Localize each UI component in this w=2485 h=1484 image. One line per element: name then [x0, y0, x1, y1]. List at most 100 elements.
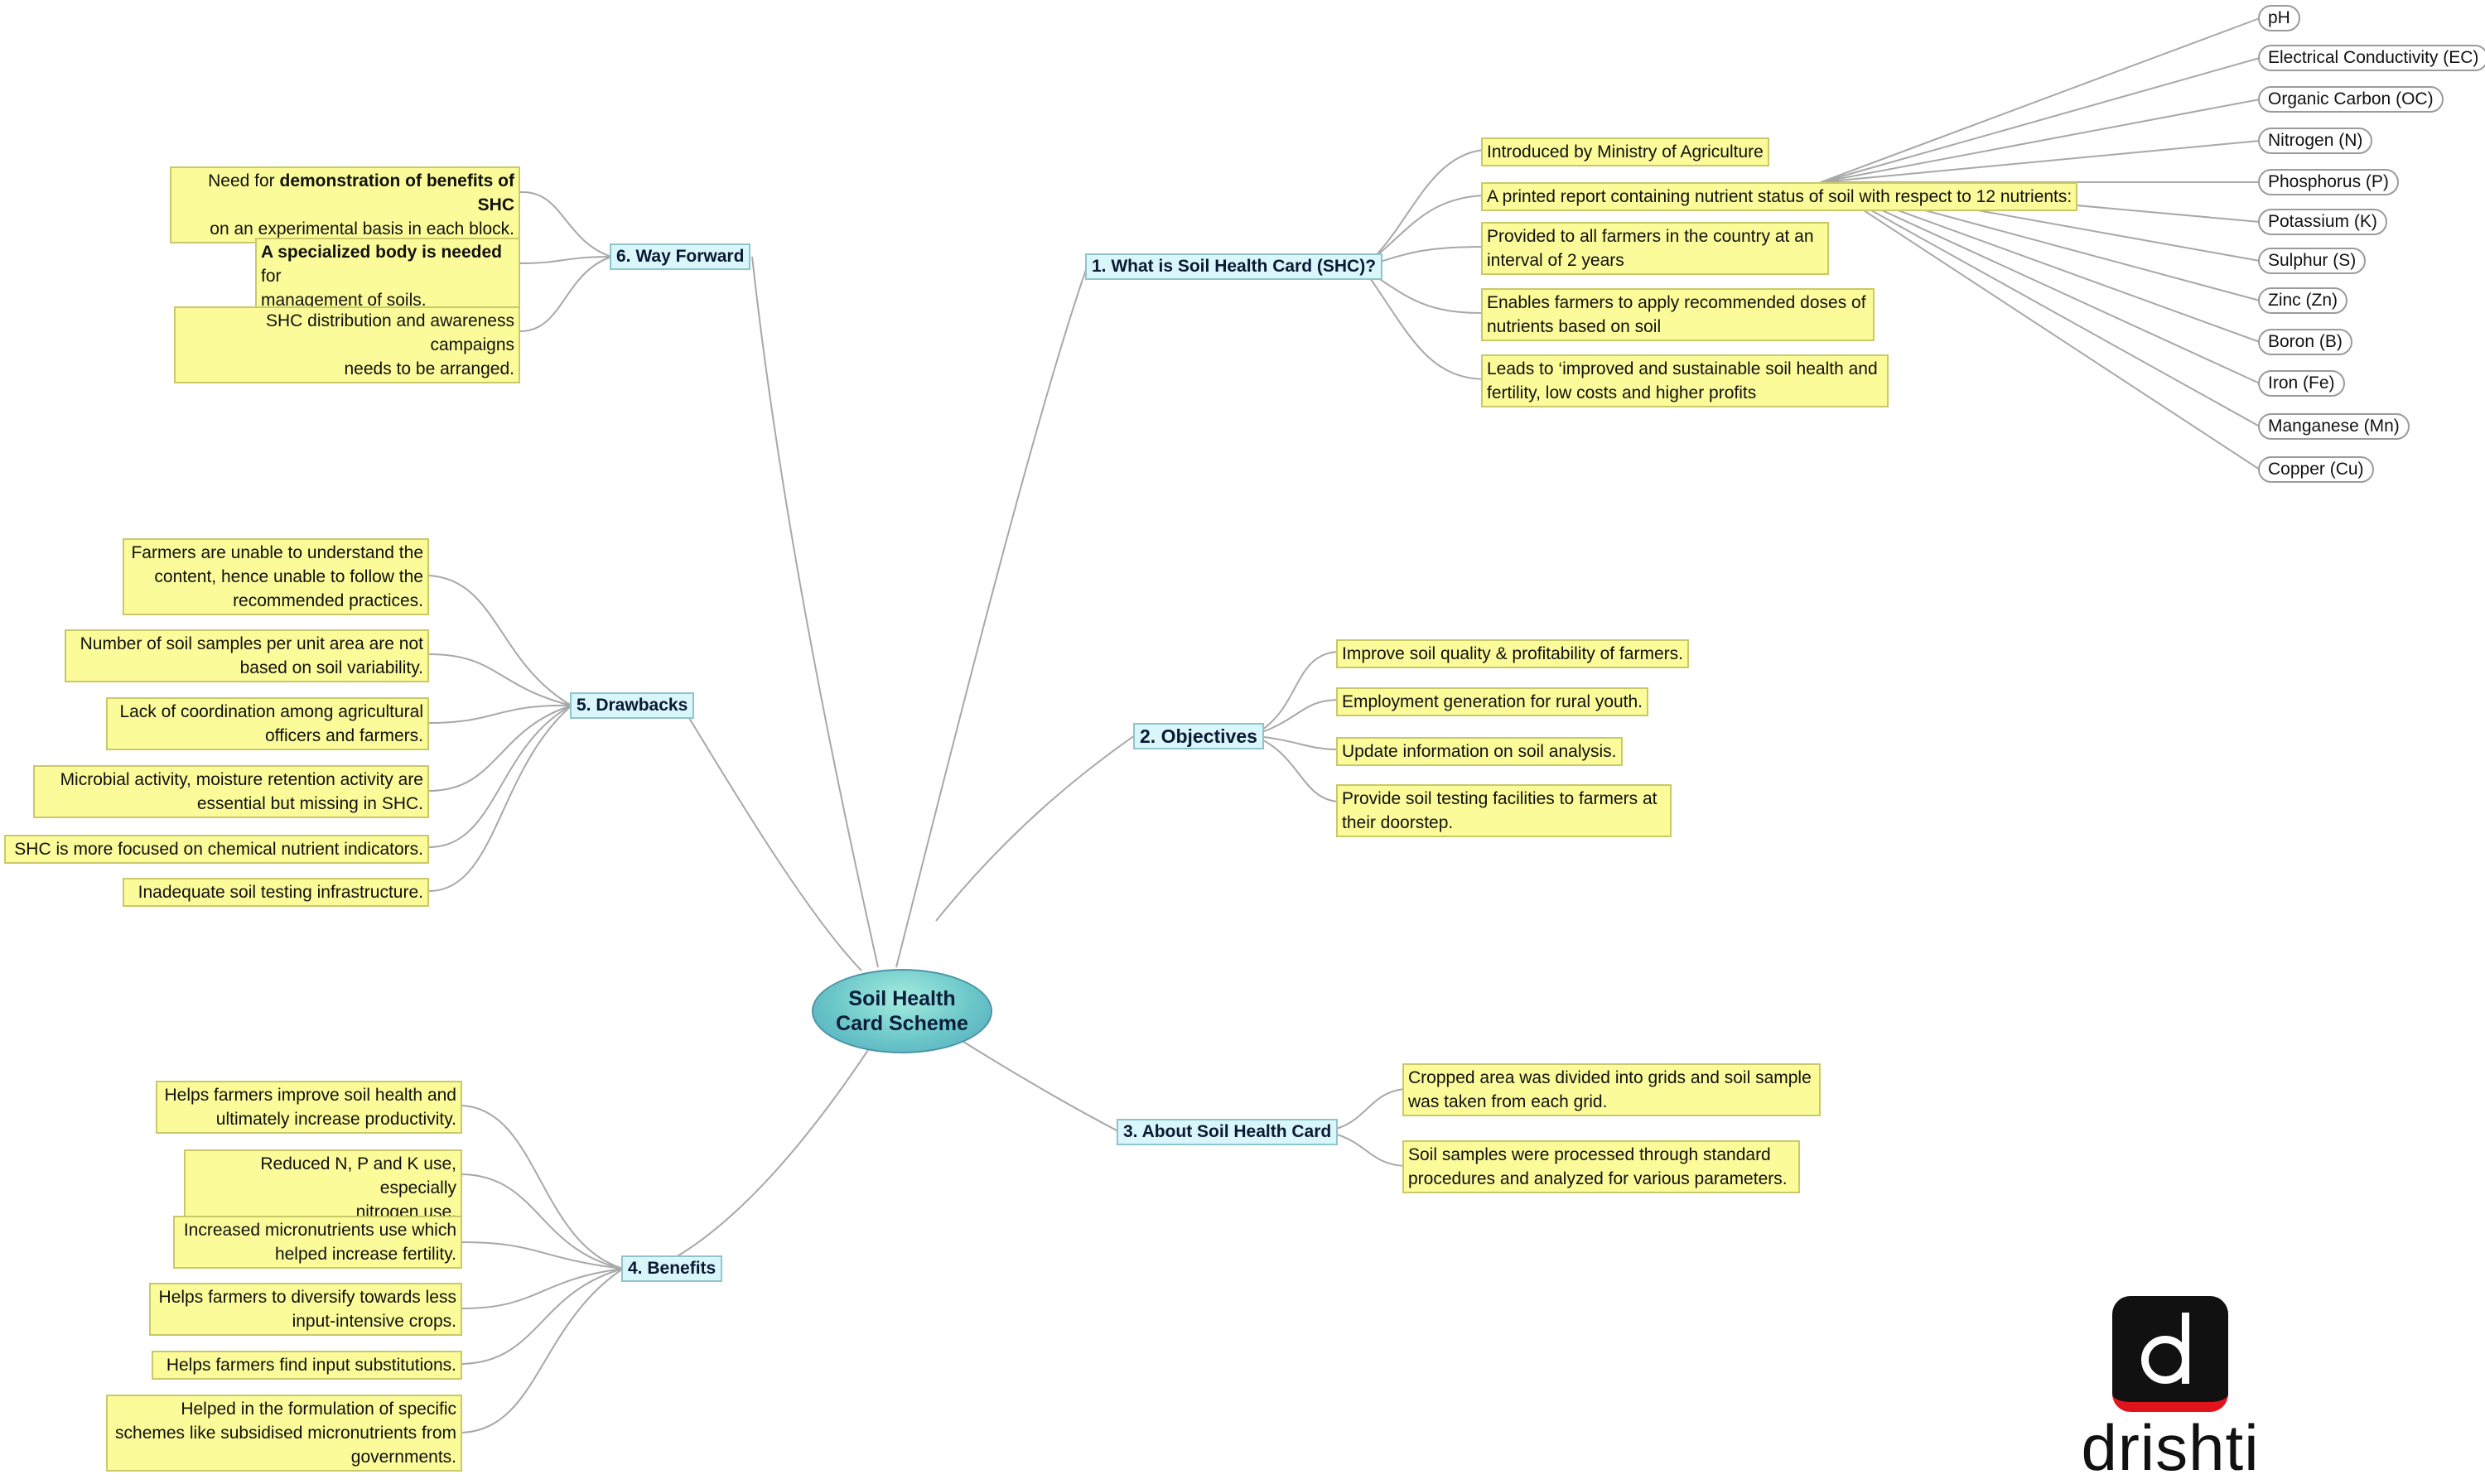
- note-line: Helps farmers improve soil health and: [164, 1086, 457, 1105]
- note-line: Helped in the formulation of specific: [181, 1400, 456, 1419]
- branch-title: 2. Objectives: [1140, 725, 1257, 747]
- note-line: content, hence unable to follow the: [154, 567, 423, 586]
- note-line: procedures and analyzed for various para…: [1408, 1169, 1788, 1188]
- nutrient-label: Phosphorus (P): [2268, 172, 2389, 191]
- note-line: Helps farmers to diversify towards less: [158, 1288, 456, 1307]
- note-line: SHC is more focused on chemical nutrient…: [14, 840, 423, 859]
- note-specialized-body: A specialized body is needed for managem…: [255, 238, 520, 315]
- note-bold-text: A specialized body is needed: [261, 243, 502, 262]
- nutrient-label: Iron (Fe): [2268, 373, 2335, 393]
- note-soil-testing-facilities: Provide soil testing facilities to farme…: [1336, 784, 1672, 837]
- nutrient-s: Sulphur (S): [2258, 248, 2367, 274]
- note-ministry: Introduced by Ministry of Agriculture: [1481, 137, 1769, 166]
- nutrient-label: Organic Carbon (OC): [2268, 89, 2434, 108]
- d-letter-icon: [2112, 1296, 2228, 1412]
- note-samples-processed: Soil samples were processed through stan…: [1402, 1140, 1800, 1193]
- note-text: for: [261, 267, 282, 286]
- note-improve-soil-quality: Improve soil quality & profitability of …: [1336, 639, 1689, 668]
- note-line: Cropped area was divided into grids and …: [1408, 1068, 1812, 1087]
- note-line: Increased micronutrients use which: [183, 1221, 456, 1240]
- note-printed-report: A printed report containing nutrient sta…: [1481, 182, 2078, 211]
- nutrient-ph: pH: [2258, 5, 2300, 31]
- branch-title: 1. What is Soil Health Card (SHC)?: [1092, 257, 1377, 276]
- nutrient-n: Nitrogen (N): [2258, 128, 2373, 154]
- center-topic: Soil Health Card Scheme: [812, 969, 992, 1053]
- note-micronutrients: Increased micronutrients use which helped…: [173, 1216, 462, 1269]
- note-line: input-intensive crops.: [292, 1312, 456, 1331]
- note-line: ultimately increase productivity.: [215, 1110, 456, 1129]
- nutrient-label: Sulphur (S): [2268, 251, 2357, 270]
- nutrient-label: pH: [2268, 8, 2290, 27]
- nutrient-zn: Zinc (Zn): [2258, 287, 2347, 314]
- note-line: SHC distribution and awareness campaigns: [266, 311, 514, 354]
- branch-title: 6. Way Forward: [616, 247, 745, 266]
- note-shc-distribution: SHC distribution and awareness campaigns…: [174, 306, 520, 383]
- branch-title: 3. About Soil Health Card: [1123, 1122, 1332, 1141]
- note-recommended-doses: Enables farmers to apply recommended dos…: [1481, 288, 1875, 341]
- nutrient-oc: Organic Carbon (OC): [2258, 86, 2444, 113]
- note-diversify-crops: Helps farmers to diversify towards less i…: [149, 1283, 462, 1336]
- branch-way-forward: 6. Way Forward: [610, 243, 751, 270]
- note-cropped-area: Cropped area was divided into grids and …: [1402, 1063, 1821, 1116]
- note-line: Leads to ‘improved and sustainable soil …: [1487, 359, 1878, 378]
- nutrient-label: Nitrogen (N): [2268, 131, 2363, 150]
- center-title-line2: Card Scheme: [836, 1012, 968, 1035]
- note-line: Provided to all farmers in the country a…: [1487, 227, 1814, 246]
- note-line: interval of 2 years: [1487, 251, 1624, 270]
- note-line: Farmers are unable to understand the: [131, 543, 423, 562]
- note-line: Number of soil samples per unit area are…: [80, 634, 423, 653]
- note-microbial-activity: Microbial activity, moisture retention a…: [33, 765, 429, 818]
- branch-what-is-shc: 1. What is Soil Health Card (SHC)?: [1085, 253, 1383, 280]
- note-line: fertility, low costs and higher profits: [1487, 383, 1757, 402]
- nutrient-label: Copper (Cu): [2268, 460, 2364, 479]
- note-line: Update information on soil analysis.: [1342, 742, 1617, 761]
- nutrient-ec: Electrical Conductivity (EC): [2258, 45, 2485, 71]
- note-text: Need for: [208, 171, 280, 190]
- branch-title: 5. Drawbacks: [577, 696, 688, 715]
- drishti-logo: drishti: [2071, 1292, 2270, 1482]
- note-line: governments.: [350, 1448, 456, 1467]
- note-line: Microbial activity, moisture retention a…: [60, 770, 423, 789]
- note-line: their doorstep.: [1342, 813, 1454, 832]
- note-line: management of soils.: [261, 291, 427, 310]
- note-sample-variability: Number of soil samples per unit area are…: [65, 629, 429, 682]
- branch-benefits: 4. Benefits: [621, 1255, 723, 1282]
- note-line: A printed report containing nutrient sta…: [1487, 187, 2072, 206]
- note-line: Inadequate soil testing infrastructure.: [138, 883, 423, 902]
- note-line: based on soil variability.: [239, 658, 423, 677]
- branch-drawbacks: 5. Drawbacks: [570, 692, 695, 719]
- note-line: Helps farmers find input substitutions.: [166, 1356, 456, 1375]
- note-employment: Employment generation for rural youth.: [1336, 687, 1649, 716]
- note-line: Lack of coordination among agricultural: [119, 702, 423, 721]
- note-provided-farmers: Provided to all farmers in the country a…: [1481, 222, 1829, 275]
- logo-wordmark: drishti: [2081, 1411, 2260, 1484]
- nutrient-cu: Copper (Cu): [2258, 456, 2374, 483]
- note-line: helped increase fertility.: [274, 1245, 456, 1264]
- nutrient-fe: Iron (Fe): [2258, 370, 2345, 397]
- nutrient-label: Potassium (K): [2268, 212, 2377, 231]
- note-line: schemes like subsidised micronutrients f…: [115, 1424, 456, 1443]
- nutrient-label: Manganese (Mn): [2268, 417, 2400, 436]
- branch-about-shc: 3. About Soil Health Card: [1117, 1119, 1339, 1145]
- nutrient-p: Phosphorus (P): [2258, 169, 2399, 195]
- nutrient-mn: Manganese (Mn): [2258, 413, 2410, 440]
- nutrient-label: Boron (B): [2268, 332, 2343, 351]
- note-farmers-unable: Farmers are unable to understand the cont…: [123, 538, 429, 615]
- note-line: Introduced by Ministry of Agriculture: [1487, 142, 1764, 161]
- note-improve-soil-health: Helps farmers improve soil health and ult…: [156, 1081, 462, 1134]
- note-bold-text: demonstration of benefits of SHC: [279, 171, 515, 214]
- note-line: Improve soil quality & profitability of …: [1342, 644, 1683, 663]
- note-schemes-formulation: Helped in the formulation of specific sch…: [106, 1395, 462, 1472]
- note-line: nutrients based on soil: [1487, 317, 1662, 336]
- note-line: was taken from each grid.: [1408, 1092, 1608, 1111]
- note-line: Soil samples were processed through stan…: [1408, 1145, 1771, 1164]
- note-line: on an experimental basis in each block.: [210, 219, 514, 238]
- note-input-substitutions: Helps farmers find input substitutions.: [152, 1351, 462, 1380]
- note-line: needs to be arranged.: [344, 359, 515, 378]
- nutrient-k: Potassium (K): [2258, 209, 2387, 235]
- center-title-line1: Soil Health: [848, 987, 956, 1010]
- note-line: Employment generation for rural youth.: [1342, 692, 1643, 711]
